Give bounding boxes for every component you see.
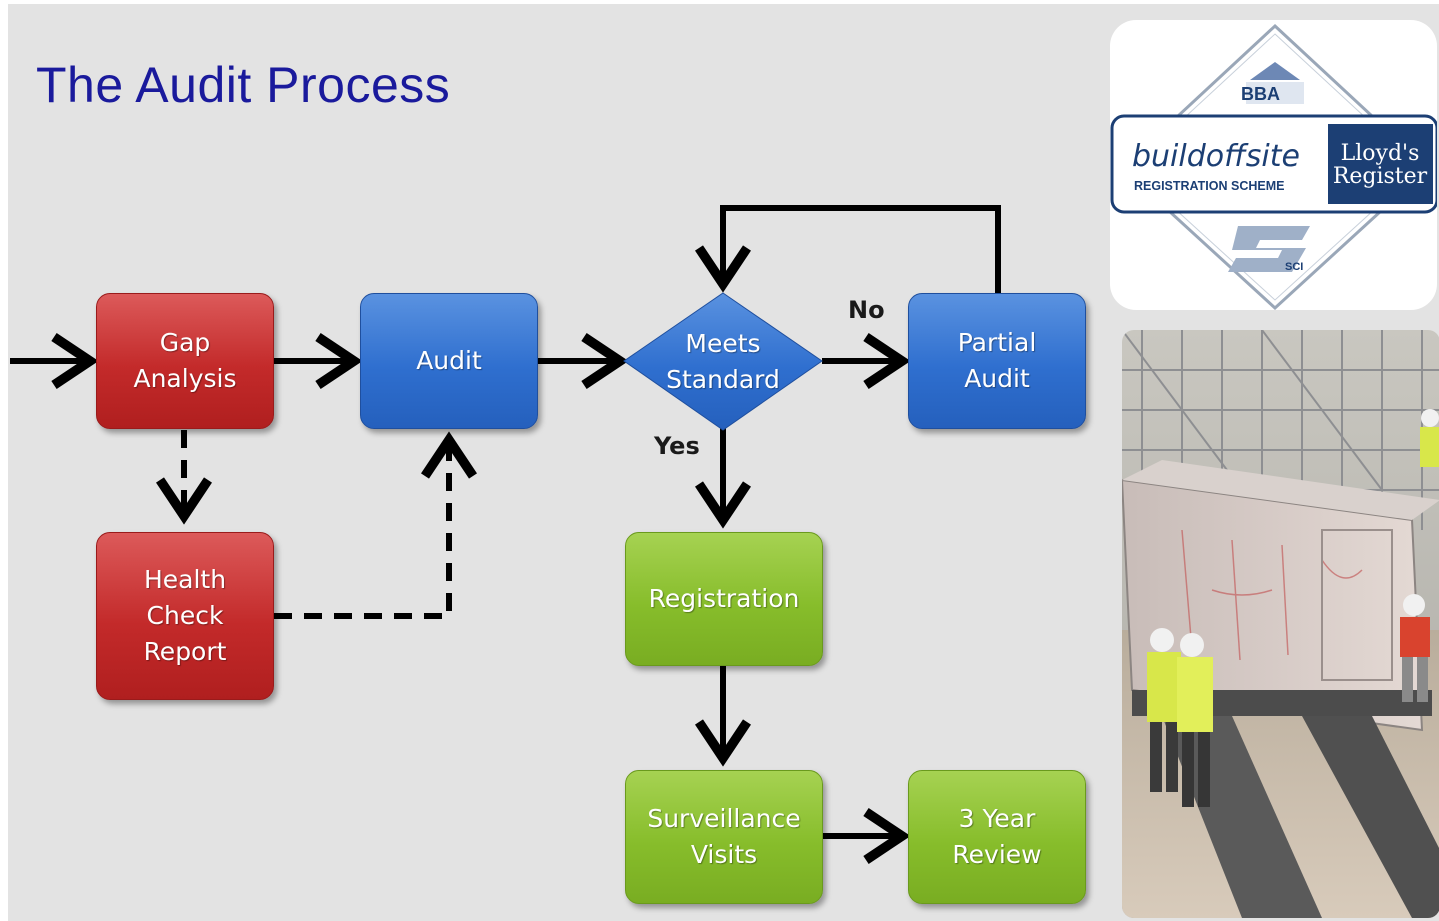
bba-text: BBA — [1241, 84, 1280, 104]
slide: The Audit Process — [8, 4, 1439, 921]
partial-audit-box: Partial Audit — [908, 293, 1086, 429]
yes-label: Yes — [654, 432, 700, 460]
audit-box: Audit — [360, 293, 538, 429]
gap-analysis-box: Gap Analysis — [96, 293, 274, 429]
lloyds-text-2: Register — [1333, 164, 1428, 189]
meets-standard-label: Meets Standard — [666, 329, 780, 394]
construction-site-photo — [1122, 330, 1439, 918]
buildoffsite-text: buildoffsite — [1132, 139, 1300, 174]
registration-scheme-text: REGISTRATION SCHEME — [1134, 179, 1284, 193]
health-check-report-box: Health Check Report — [96, 532, 274, 700]
sci-text: SCI — [1285, 261, 1303, 273]
three-year-review-box: 3 Year Review — [908, 770, 1086, 904]
flow-connectors — [10, 205, 1001, 864]
lloyds-text-1: Lloyd's — [1341, 141, 1420, 166]
arrow-partial-loop-back — [695, 205, 1001, 293]
workers — [1147, 409, 1439, 807]
meets-standard-diamond — [623, 292, 823, 431]
buildoffsite-logo: BBA buildoffsite REGISTRATION SCHEME Llo… — [1110, 20, 1439, 311]
slide-title: The Audit Process — [36, 57, 451, 113]
no-label: No — [848, 296, 885, 324]
surveillance-visits-box: Surveillance Visits — [625, 770, 823, 904]
registration-box: Registration — [625, 532, 823, 666]
arrow-health-to-audit-dashed — [274, 431, 477, 619]
